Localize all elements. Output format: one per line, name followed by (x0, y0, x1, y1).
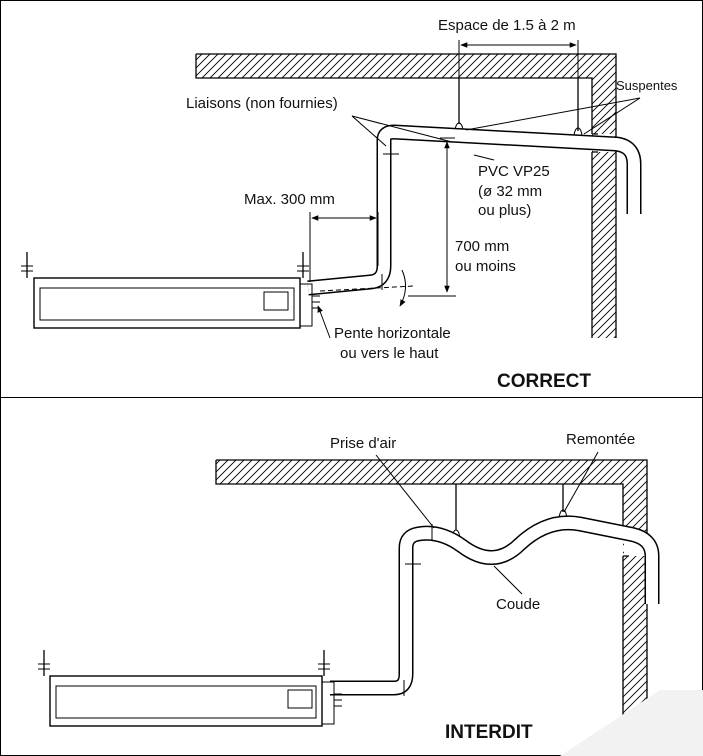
drain-pipe-forbidden (330, 515, 660, 696)
spacing-label: Espace de 1.5 à 2 m (438, 17, 576, 34)
pipe-spec-label-3: ou plus) (478, 202, 531, 219)
correct-status-label: CORRECT (497, 371, 591, 392)
rise-callout: Remontée (563, 431, 635, 513)
bend-label: Coude (496, 596, 540, 613)
connections-callout: Liaisons (non fournies) (186, 95, 453, 147)
slope-label-2: ou vers le haut (340, 345, 439, 362)
indoor-unit-forbidden (38, 650, 342, 727)
indoor-unit-correct (21, 252, 320, 329)
spacing-dimension: Espace de 1.5 à 2 m (438, 17, 579, 78)
max-length-label: Max. 300 mm (244, 191, 335, 208)
air-intake-callout: Prise d'air (330, 435, 435, 529)
pipe-spec-label-1: PVC VP25 (478, 163, 550, 180)
max-length-dimension: Max. 300 mm (244, 191, 379, 282)
forbidden-status-label: INTERDIT (445, 722, 533, 743)
correct-panel: Espace de 1.5 à 2 m Max. 300 mm (21, 17, 678, 392)
pipe-spec-label-2: (ø 32 mm (478, 183, 542, 200)
connections-label: Liaisons (non fournies) (186, 95, 338, 112)
height-label-1: 700 mm (455, 238, 509, 255)
drain-pipe-correct (307, 124, 642, 296)
ceiling-wall-bottom (215, 459, 648, 746)
pipe-spec-callout: PVC VP25 (ø 32 mm ou plus) (473, 154, 550, 219)
height-dimension: 700 mm ou moins (408, 137, 516, 297)
slope-label-1: Pente horizontale (334, 325, 451, 342)
bend-callout: Coude (493, 565, 540, 613)
height-label-2: ou moins (455, 258, 516, 275)
panel-divider (0, 397, 703, 398)
air-intake-label: Prise d'air (330, 435, 396, 452)
hangers-label: Suspentes (616, 78, 678, 93)
forbidden-panel: Prise d'air Remontée Coude INTERDIT (38, 431, 660, 746)
hanger-rods-bottom (451, 484, 568, 551)
rise-label: Remontée (566, 431, 635, 448)
corner-decoration (560, 690, 703, 756)
hangers-callout: Suspentes (465, 78, 678, 135)
slope-indicator: Pente horizontale ou vers le haut (317, 269, 451, 362)
